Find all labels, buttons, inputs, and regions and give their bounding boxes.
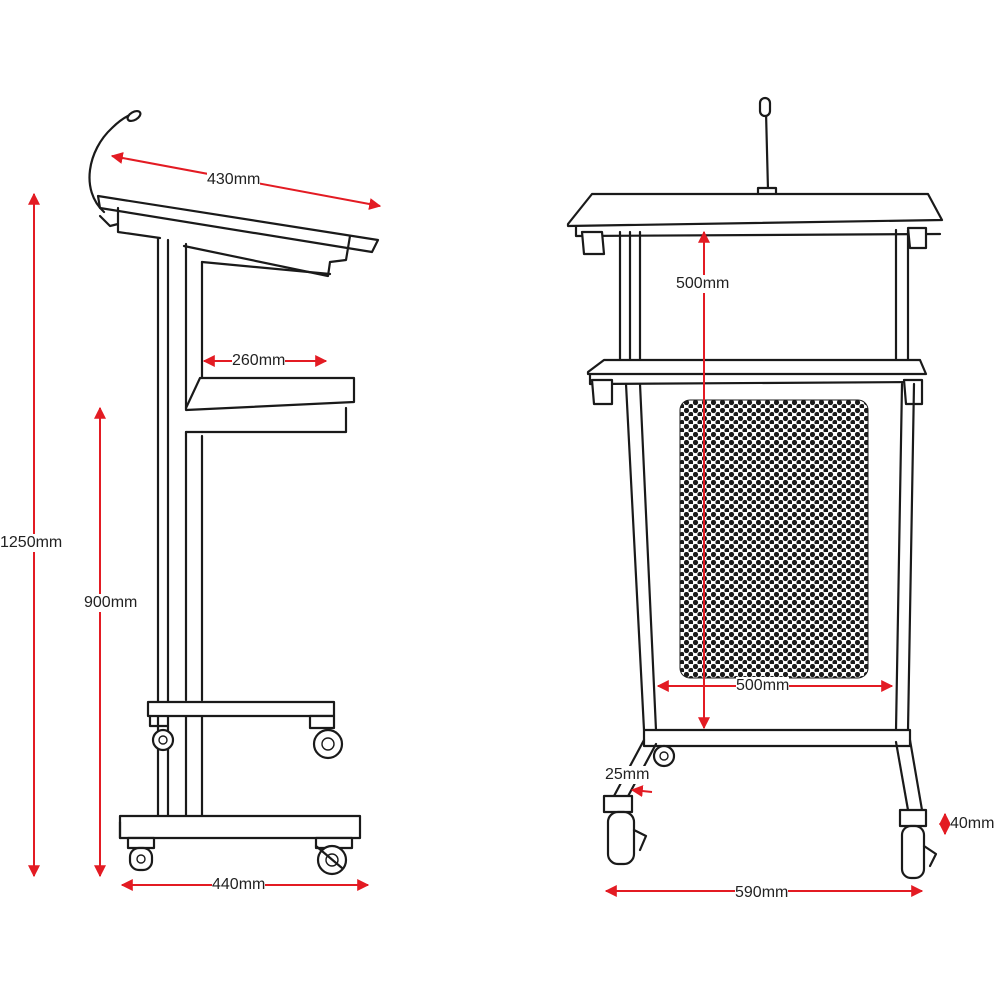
- front-caster-right: [898, 808, 938, 880]
- dim-label-shelf-height: 900mm: [84, 594, 138, 612]
- side-top-surface: [96, 194, 380, 254]
- dim-label-base-depth: 440mm: [212, 876, 266, 894]
- front-microphone-head: [758, 96, 772, 118]
- dim-label-upper-opening: 500mm: [676, 275, 730, 293]
- dim-arrow-leg-offset: [630, 785, 653, 798]
- front-top-surface: [566, 192, 944, 228]
- dim-label-overall-width: 590mm: [735, 884, 789, 902]
- side-microphone-head: [126, 109, 142, 123]
- front-caster-left: [602, 794, 648, 866]
- side-caster-rail-right: [308, 714, 344, 760]
- side-view: [88, 109, 380, 876]
- side-caster-back: [314, 836, 354, 876]
- side-base: [118, 814, 362, 840]
- dim-label-shelf-depth: 260mm: [232, 352, 286, 370]
- front-microphone-gooseneck: [764, 110, 770, 192]
- front-caster-inner-left: [652, 744, 676, 768]
- side-lower-rail: [146, 700, 336, 718]
- side-caster-rail-left: [151, 728, 175, 752]
- front-bottom-rail: [642, 728, 912, 748]
- side-shelf: [184, 376, 356, 412]
- dim-label-caster-height: 40mm: [950, 815, 995, 833]
- side-caster-front: [126, 836, 156, 872]
- side-microphone-gooseneck: [88, 110, 140, 214]
- dim-label-top-depth: 430mm: [207, 171, 261, 189]
- dim-label-overall-height: 1250mm: [0, 534, 63, 552]
- front-perforated-panel: [679, 399, 869, 679]
- front-shelf: [586, 358, 928, 376]
- front-view: [566, 96, 944, 880]
- dim-label-leg-offset: 25mm: [605, 766, 650, 784]
- dim-label-panel-width: 500mm: [736, 677, 790, 695]
